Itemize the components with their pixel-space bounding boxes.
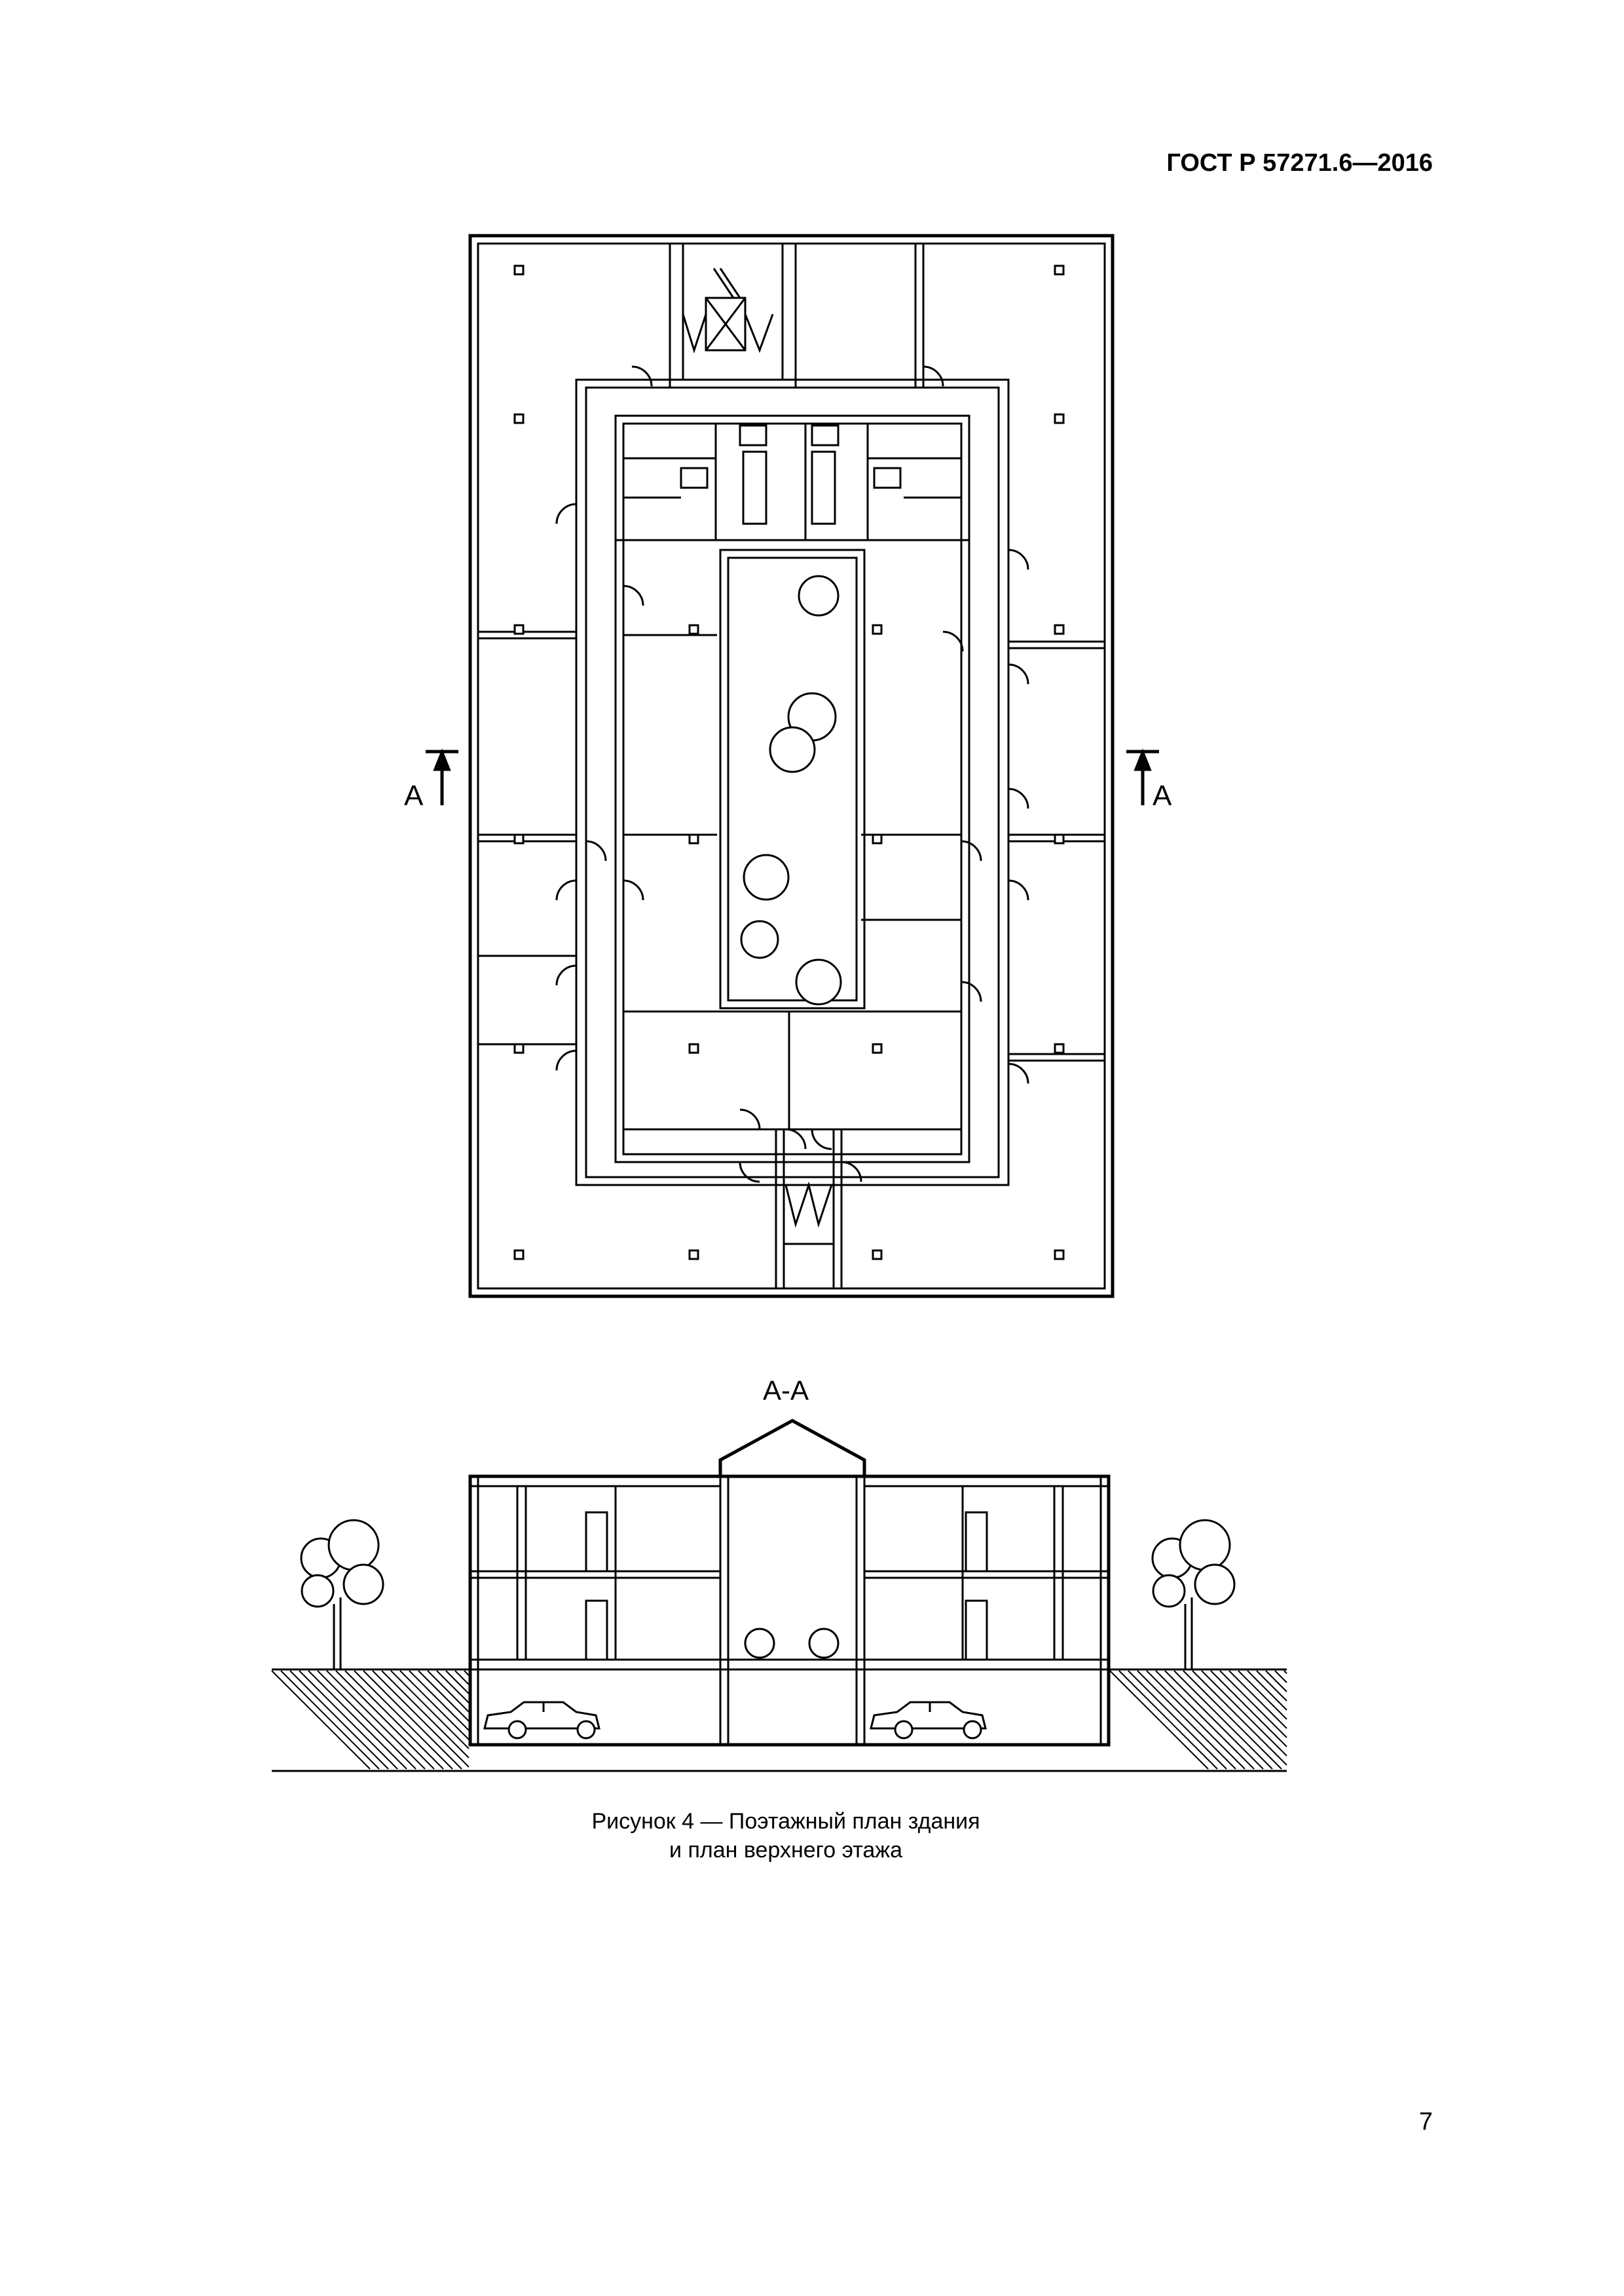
section-title: A-A xyxy=(762,1375,809,1406)
section-mark-right: A xyxy=(1153,780,1172,812)
car-icon xyxy=(483,1701,600,1740)
document-code: ГОСТ Р 57271.6—2016 xyxy=(1166,149,1433,177)
page-number: 7 xyxy=(1418,2108,1433,2136)
atrium xyxy=(719,549,866,1010)
column xyxy=(1054,1249,1065,1260)
column xyxy=(1054,1043,1065,1054)
column xyxy=(688,833,699,845)
plant-icon xyxy=(808,1628,840,1660)
section-mark-left: A xyxy=(404,780,424,812)
column xyxy=(872,624,883,635)
plan-outer-wall xyxy=(468,234,1115,1298)
column xyxy=(688,624,699,635)
column xyxy=(688,1043,699,1054)
column xyxy=(1054,264,1065,276)
plant-icon xyxy=(744,1628,775,1660)
column xyxy=(1054,624,1065,635)
column xyxy=(688,1249,699,1260)
column xyxy=(513,833,525,845)
section-door xyxy=(965,1511,988,1573)
plant-icon xyxy=(769,726,816,773)
corridor-ring-outer xyxy=(575,378,1010,1186)
column xyxy=(513,413,525,424)
section-door xyxy=(585,1599,608,1661)
column xyxy=(1054,413,1065,424)
column xyxy=(872,1249,883,1260)
car-icon xyxy=(870,1701,987,1740)
tree-icon xyxy=(1151,1519,1236,1669)
elevator xyxy=(705,297,747,352)
section-door xyxy=(585,1511,608,1573)
figure-caption: Рисунок 4 — Поэтажный план здания и план… xyxy=(0,1807,1572,1865)
column xyxy=(513,1249,525,1260)
plant-icon xyxy=(795,958,842,1006)
column xyxy=(513,624,525,635)
plant-icon xyxy=(798,575,840,617)
plant-icon xyxy=(743,854,790,901)
tree-icon xyxy=(300,1519,384,1669)
bottom-stair-core xyxy=(775,1128,843,1290)
ground-hatch-lines xyxy=(271,1670,1287,1770)
column xyxy=(1054,833,1065,845)
ground-hatch xyxy=(272,1669,1287,1768)
section-building xyxy=(468,1474,1111,1747)
section-gable xyxy=(718,1419,866,1476)
column xyxy=(872,833,883,845)
section-door xyxy=(965,1599,988,1661)
caption-line-1: Рисунок 4 — Поэтажный план здания xyxy=(591,1809,980,1834)
restroom-block xyxy=(614,414,970,541)
corridor-ring-inner xyxy=(585,386,1000,1178)
column xyxy=(513,264,525,276)
caption-line-2: и план верхнего этажа xyxy=(669,1838,902,1863)
column xyxy=(513,1043,525,1054)
plant-icon xyxy=(740,920,779,959)
column xyxy=(872,1043,883,1054)
